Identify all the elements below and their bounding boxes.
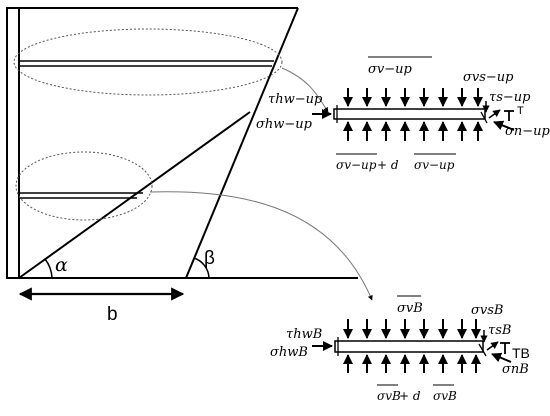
upper-sigma-v-top: σv−up: [368, 62, 412, 77]
lower-element-body: [334, 340, 484, 353]
upper-sigma-v-bottom: σv−up: [336, 158, 377, 172]
upper-sigma-n: σn−up: [505, 124, 550, 139]
lower-tau-hw: τhwB: [286, 327, 322, 342]
lower-plus-d: + d: [399, 389, 421, 403]
lower-sigma-v-bottom: σvB: [377, 389, 401, 403]
upper-tau-s: τs−up: [489, 90, 531, 105]
upper-top-stress-arrows: [343, 88, 483, 107]
upper-free-body: σv−up σv−up + d σv−up τhw−up σhw−up σvs−…: [256, 56, 550, 172]
upper-element-body: [333, 108, 486, 120]
upper-slice: [19, 60, 274, 67]
upper-sigma-hw: σhw−up: [256, 117, 313, 132]
upper-d-sigma-v: σv−up: [414, 158, 455, 172]
lower-sigma-v-top: σvB: [397, 301, 423, 316]
lower-d-sigma-v: σvB: [433, 389, 457, 403]
upper-sigma-vs: σvs−up: [463, 70, 514, 85]
lower-T: TB: [512, 345, 530, 361]
lower-top-stress-arrows: [343, 319, 481, 339]
lower-connector-arrow: [149, 191, 373, 301]
lower-slice: [19, 192, 143, 199]
failure-plane-alpha: [18, 111, 251, 279]
alpha-label: α: [55, 254, 68, 276]
upper-tau-hw: τhw−up: [268, 92, 323, 107]
lower-bottom-stress-arrows: [343, 354, 481, 373]
beta-label: β: [204, 248, 215, 269]
lower-free-body: σvB σvB + d σvB τhwB σhwB σvsB τsB TB σn…: [270, 295, 530, 403]
beta-angle-arc: [193, 257, 210, 279]
lower-sigma-hw: σhwB: [270, 345, 308, 360]
upper-plus-d: + d: [377, 158, 399, 172]
wedge-outer-boundary: [185, 7, 299, 279]
upper-slice-highlight: [13, 28, 283, 96]
lower-sigma-vs: σvsB: [471, 303, 503, 318]
upper-connector-arrow: [281, 67, 329, 113]
lower-sigma-n: σnB: [502, 362, 529, 377]
width-label: b: [107, 304, 118, 325]
alpha-angle-arc: [44, 258, 53, 279]
upper-bottom-stress-arrows: [343, 121, 483, 141]
upper-T: T: [517, 105, 524, 117]
retaining-wall: [6, 7, 20, 279]
lower-tau-s: τsB: [488, 323, 511, 338]
lower-slice-highlight: [15, 151, 153, 221]
